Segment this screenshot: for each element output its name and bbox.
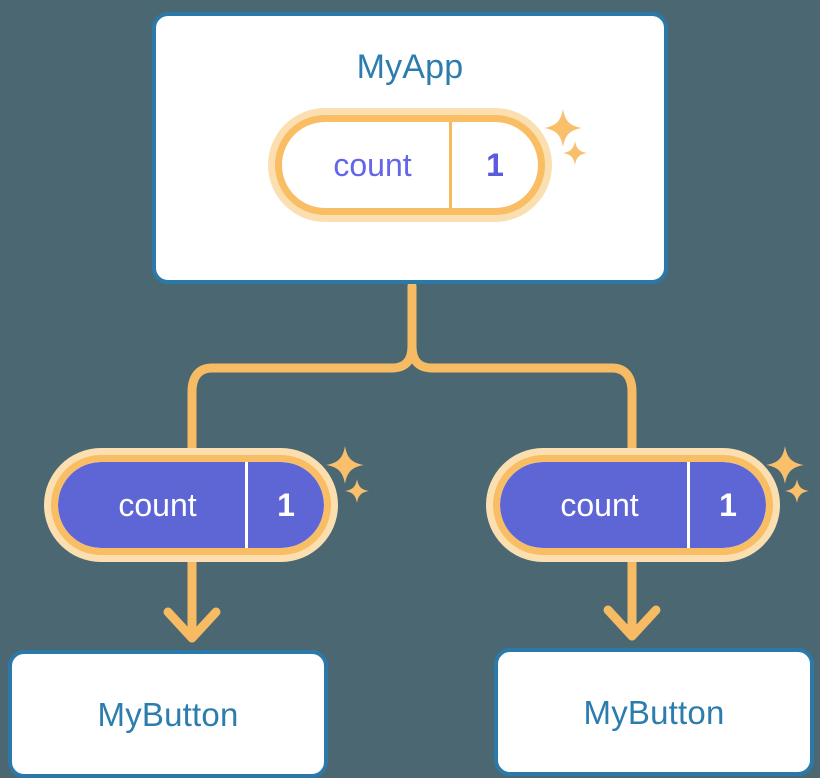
state-pill-body: count 1 [282, 122, 538, 208]
state-pill-ring: count 1 [275, 115, 545, 215]
node-card-label: MyButton [583, 693, 725, 731]
state-pill-ring: count 1 [51, 455, 331, 555]
state-value-label: 1 [449, 122, 538, 208]
state-key-label: count [58, 462, 245, 548]
sparkle-four-point-small-icon [784, 478, 810, 504]
state-pill-myapp[interactable]: count 1 [268, 108, 552, 222]
state-pill-body: count 1 [58, 462, 324, 548]
node-card-label: MyButton [97, 695, 239, 733]
state-key-label: count [333, 147, 412, 183]
arrow-down-icon [163, 607, 221, 643]
state-pill-body: count 1 [500, 462, 766, 548]
state-key-label: count [500, 462, 687, 548]
sparkle-four-point-small-icon [344, 478, 370, 504]
page-title: MyApp [356, 48, 464, 86]
node-card-myapp[interactable]: MyApp [152, 12, 668, 284]
arrow-down-right-icon [603, 605, 661, 641]
state-pill-right-button[interactable]: count 1 [486, 448, 780, 562]
sparkle-four-point-icon [543, 108, 583, 148]
sparkle-four-point-small-icon [562, 140, 588, 166]
sparkle-four-point-icon [325, 445, 365, 485]
state-pill-ring: count 1 [493, 455, 773, 555]
branch-connector-icon [187, 281, 417, 475]
state-pill-left-button[interactable]: count 1 [44, 448, 338, 562]
state-value-label: 1 [248, 462, 324, 548]
sparkle-four-point-icon [765, 445, 805, 485]
state-value-label: 1 [690, 462, 766, 548]
node-card-mybutton-left[interactable]: MyButton [8, 650, 328, 778]
node-card-mybutton-right[interactable]: MyButton [494, 648, 814, 776]
